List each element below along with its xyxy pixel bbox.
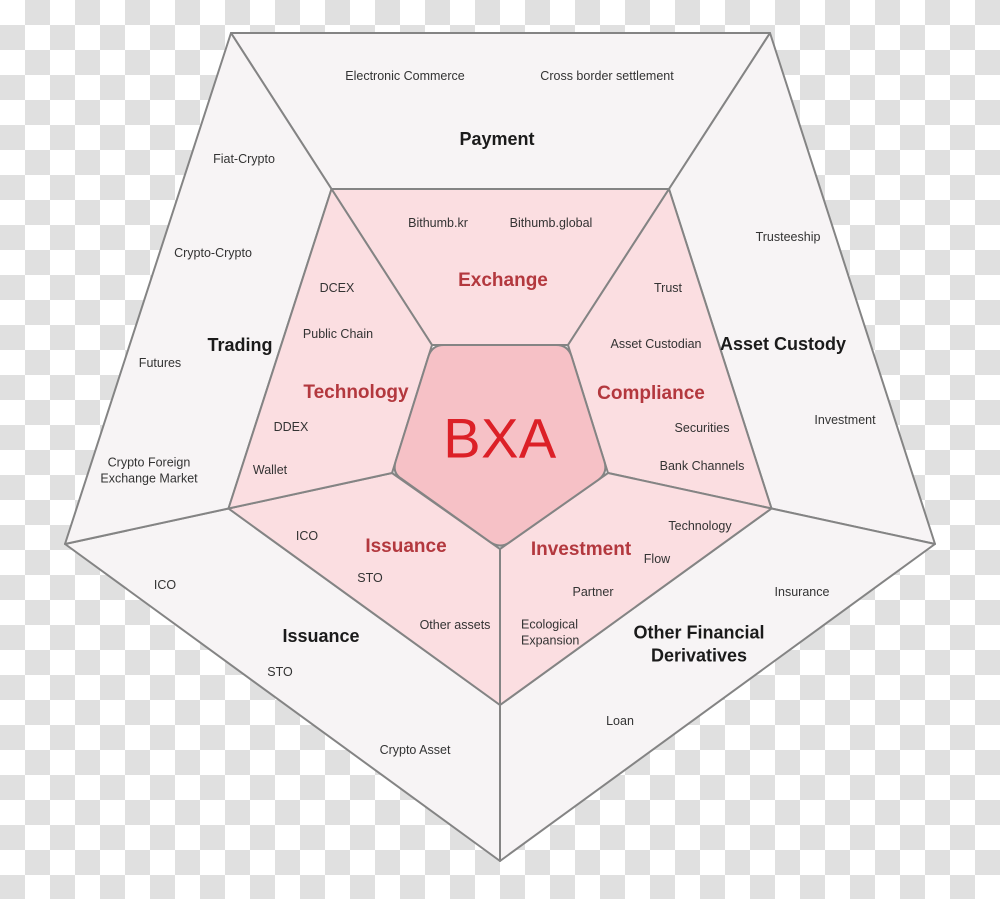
title-other-financial-derivatives: Other Financial Derivatives <box>633 622 765 666</box>
label-flow: Flow <box>643 552 671 567</box>
title-payment: Payment <box>459 128 535 149</box>
label-electronic-commerce: Electronic Commerce <box>345 69 465 84</box>
label-crypto-asset: Crypto Asset <box>379 743 451 758</box>
label-futures: Futures <box>138 356 182 371</box>
label-crypto-foreign-exchange-market: Crypto Foreign Exchange Market <box>100 455 198 485</box>
label-trusteeship: Trusteeship <box>755 230 821 245</box>
label-wallet: Wallet <box>252 463 288 478</box>
label-sto-middle: STO <box>357 571 383 586</box>
title-exchange: Exchange <box>458 270 548 292</box>
label-ecological-expansion: Ecological Expansion <box>521 617 580 647</box>
label-trust: Trust <box>653 281 683 296</box>
center-label-bxa: BXA <box>443 406 557 470</box>
label-cross-border-settlement: Cross border settlement <box>540 69 674 84</box>
region-center-bxa <box>393 344 607 547</box>
label-securities: Securities <box>674 421 730 436</box>
title-investment-middle: Investment <box>530 539 632 561</box>
label-ddex: DDEX <box>273 420 309 435</box>
label-dcex: DCEX <box>319 281 355 296</box>
region-technology <box>227 188 433 510</box>
title-issuance-outer: Issuance <box>282 625 360 646</box>
label-partner: Partner <box>572 585 614 600</box>
label-loan: Loan <box>606 714 634 729</box>
label-fiat-crypto: Fiat-Crypto <box>213 152 275 167</box>
title-asset-custody: Asset Custody <box>719 333 847 354</box>
label-bithumb-global: Bithumb.global <box>509 216 593 231</box>
label-technology-middle: Technology <box>668 519 732 534</box>
label-bank-channels: Bank Channels <box>659 459 745 474</box>
label-asset-custodian: Asset Custodian <box>610 337 702 352</box>
label-insurance: Insurance <box>774 585 830 600</box>
title-trading: Trading <box>207 334 273 355</box>
label-sto-outer: STO <box>267 665 293 680</box>
title-technology: Technology <box>303 382 409 404</box>
title-issuance-middle: Issuance <box>365 536 447 558</box>
label-public-chain: Public Chain <box>302 327 374 342</box>
label-investment-outer: Investment <box>814 413 876 428</box>
label-crypto-crypto: Crypto-Crypto <box>174 246 252 261</box>
title-compliance: Compliance <box>597 383 705 405</box>
label-ico-outer: ICO <box>153 578 177 593</box>
label-ico-middle: ICO <box>295 529 319 544</box>
label-other-assets: Other assets <box>419 618 491 633</box>
label-bithumb-kr: Bithumb.kr <box>408 216 468 231</box>
